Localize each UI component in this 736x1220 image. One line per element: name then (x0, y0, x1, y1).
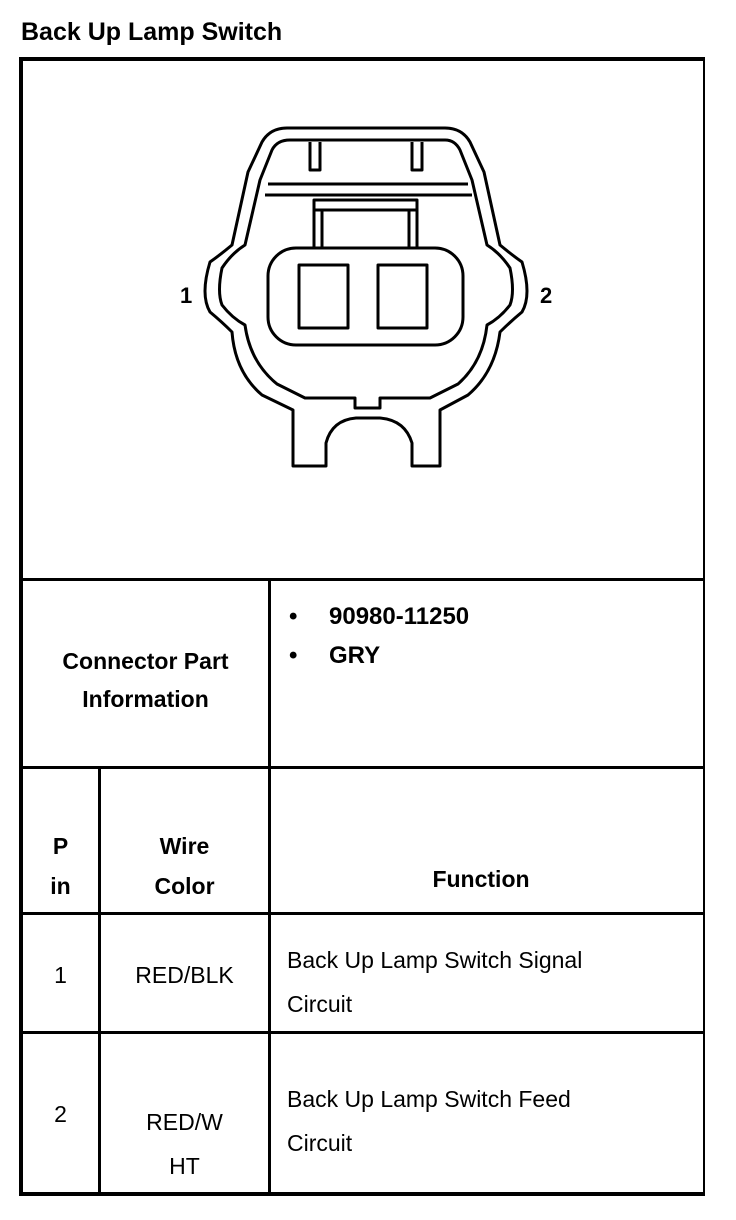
divider-pin-col (98, 766, 101, 1196)
row1-function: Back Up Lamp Switch Signal Circuit (287, 947, 583, 1017)
pin-label-1: 1 (180, 283, 192, 308)
divider-function-col (268, 578, 271, 1196)
header-pin: P in (50, 833, 71, 899)
row2-pin: 2 (54, 1101, 67, 1127)
row2-wire-color: RED/W HT (146, 1109, 223, 1179)
divider-diagram (19, 578, 705, 581)
divider-header (19, 912, 705, 915)
row2-function: Back Up Lamp Switch Feed Circuit (287, 1086, 571, 1156)
connector-face-diagram: 1 2 (180, 126, 552, 468)
divider-part-info (19, 766, 705, 769)
color-item: •GRY (289, 639, 469, 678)
divider-row-1 (19, 1031, 705, 1034)
part-number-item: •90980-11250 (289, 600, 469, 639)
row1-pin: 1 (54, 962, 67, 988)
connector-part-label: Connector Part Information (62, 648, 229, 712)
page-title: Back Up Lamp Switch (21, 18, 283, 46)
bullet-icon: • (289, 603, 298, 630)
pin-label-2: 2 (540, 283, 552, 308)
connector-part-list: •90980-11250 •GRY (289, 600, 469, 678)
row1-wire-color: RED/BLK (135, 962, 234, 988)
bullet-icon: • (289, 642, 298, 669)
header-wire-color: Wire Color (154, 833, 215, 899)
connector-table-frame (19, 57, 705, 1196)
header-function: Function (432, 866, 530, 892)
